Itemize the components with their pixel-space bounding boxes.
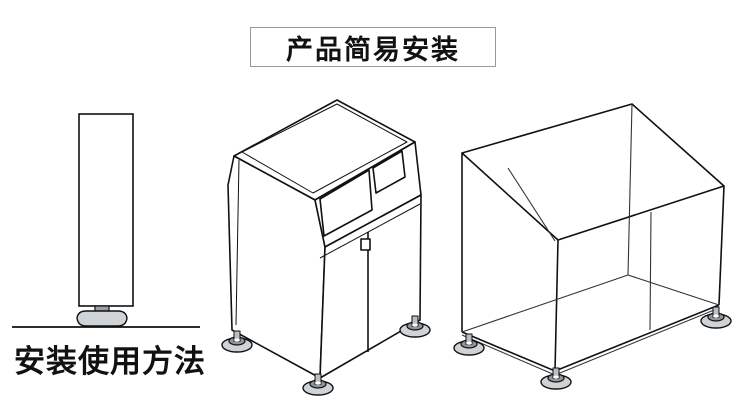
foot-icon — [302, 373, 334, 396]
cabinet-with-feet — [227, 99, 422, 379]
leveling-foot-side-view — [12, 113, 200, 328]
post-body — [78, 113, 134, 307]
cabinet-window-left — [319, 169, 373, 237]
page-title: 产品简易安装 — [250, 27, 496, 67]
cabinet-front — [319, 194, 422, 379]
frame-with-feet — [461, 103, 725, 376]
section-caption: 安装使用方法 — [14, 344, 206, 380]
foot-icon — [453, 333, 485, 356]
foot-pad — [76, 310, 128, 327]
cabinet-window-right — [372, 150, 406, 194]
cabinet-handle — [360, 238, 371, 251]
